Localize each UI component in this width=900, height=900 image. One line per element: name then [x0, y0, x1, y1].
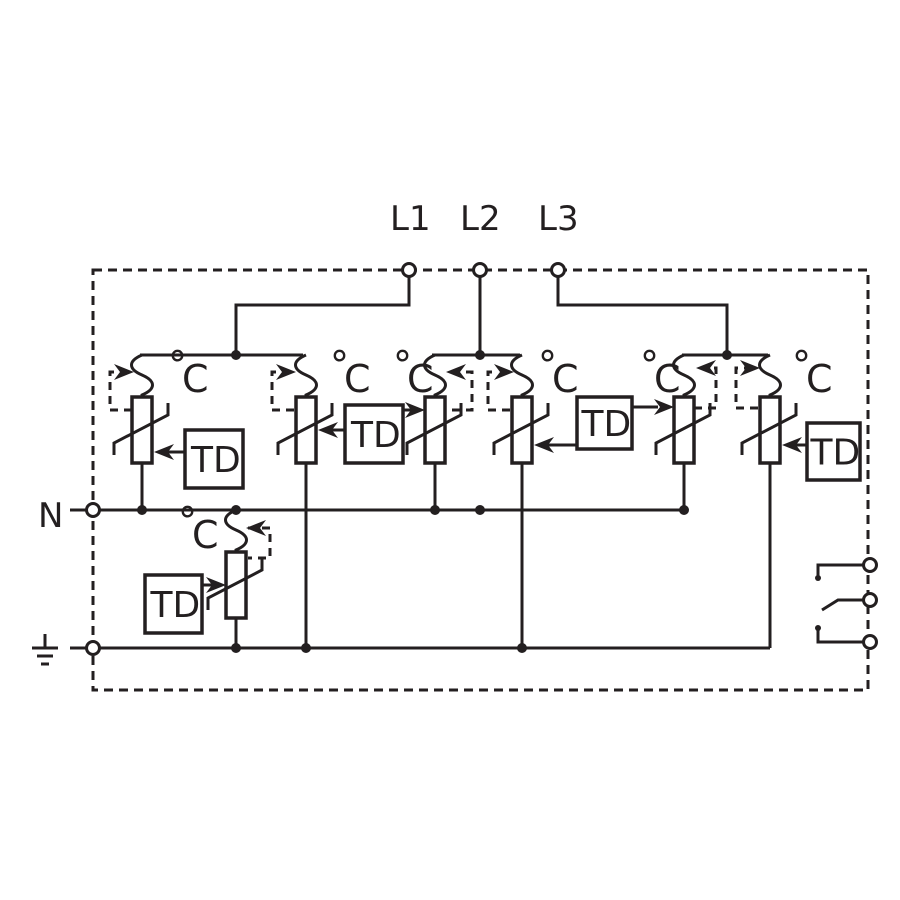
degree-symbol: ° — [168, 343, 187, 387]
thermal-trip-arrow — [494, 364, 514, 380]
td-arrow — [654, 399, 674, 415]
l3-wire — [556, 270, 729, 355]
thermal-trip-arrow — [246, 520, 266, 536]
degree-symbol: ° — [538, 343, 557, 387]
thermal-link — [270, 370, 296, 412]
td-arrow — [782, 437, 802, 453]
thermal-disconnector-box — [805, 421, 862, 482]
terminal-label-n: N — [38, 496, 63, 536]
td-arrow — [534, 437, 554, 453]
relay-terminal — [862, 592, 878, 608]
varistor-slash — [405, 403, 463, 455]
thermal-link — [248, 526, 272, 560]
celsius-label: C — [654, 357, 681, 401]
thermal-disconnector-label: TD — [350, 415, 401, 456]
varistor-slash — [492, 403, 550, 455]
junction-dot — [301, 643, 311, 653]
junction-dot — [517, 643, 527, 653]
thermal-disconnector-label: TD — [581, 404, 632, 445]
thermal-disconnector-box — [183, 428, 245, 490]
td-arrow — [318, 422, 338, 438]
thermal-disconnector-label: TD — [810, 433, 861, 474]
terminal-pe — [85, 640, 101, 656]
td-arrow — [206, 577, 226, 593]
thermal-disconnector-box — [575, 395, 634, 451]
celsius-label: C — [806, 357, 833, 401]
relay-terminal — [862, 557, 878, 573]
l1-wire — [234, 270, 411, 355]
junction-dot — [722, 350, 732, 360]
celsius-label: C — [344, 357, 371, 401]
junction-dot — [231, 643, 241, 653]
relay-contact-nc — [816, 563, 863, 578]
celsius-label: C — [407, 357, 434, 401]
varistor-slash — [112, 403, 170, 455]
degree-symbol: ° — [640, 343, 659, 387]
thermal-disconnector-label: TD — [150, 585, 201, 626]
thermal-trip-arrow — [696, 360, 716, 376]
junction-dot — [137, 505, 147, 515]
thermal-fuse-icon — [423, 353, 447, 397]
thermal-fuse-icon — [510, 353, 534, 397]
relay-contact-point — [815, 575, 821, 581]
terminal-l2 — [472, 262, 488, 278]
junction-dot — [679, 505, 689, 515]
enclosure-outline — [91, 268, 870, 692]
relay-contact-switch — [821, 598, 863, 612]
thermal-trip-arrow — [446, 364, 466, 380]
celsius-label: C — [192, 513, 219, 557]
junction-dot — [475, 505, 485, 515]
terminal-n — [85, 502, 101, 518]
celsius-label: C — [182, 357, 209, 401]
junction-dot — [231, 505, 241, 515]
thermal-trip-arrow — [114, 364, 134, 380]
varistor-slash — [740, 403, 798, 455]
thermal-disconnector-label: TD — [190, 440, 241, 481]
relay-contact-no — [816, 628, 863, 644]
thermal-disconnector-box — [343, 403, 405, 465]
thermal-fuse-icon — [672, 353, 696, 397]
thermal-trip-arrow — [740, 360, 760, 376]
terminal-l1 — [401, 262, 417, 278]
terminal-label-l2: L2 — [460, 199, 501, 239]
terminal-label-l3: L3 — [538, 199, 579, 239]
degree-symbol: ° — [178, 499, 197, 543]
terminal-label-l1: L1 — [390, 199, 431, 239]
td-arrow — [154, 444, 174, 460]
thermal-disconnector-box — [143, 573, 204, 635]
degree-symbol: ° — [330, 343, 349, 387]
celsius-label: C — [552, 357, 579, 401]
thermal-link — [445, 370, 474, 412]
thermal-fuse-icon — [224, 508, 248, 552]
thermal-trip-arrow — [276, 364, 296, 380]
varistor-slash — [206, 558, 264, 610]
td-arrow — [405, 402, 425, 418]
junction-dot — [231, 350, 241, 360]
thermal-link — [734, 366, 760, 410]
thermal-fuse-icon — [130, 353, 154, 397]
thermal-link — [486, 370, 512, 412]
junction-dot — [430, 505, 440, 515]
thermal-fuse-icon — [294, 353, 318, 397]
varistor-slash — [276, 403, 334, 455]
relay-terminal — [862, 634, 878, 650]
relay-contact-point — [815, 625, 821, 631]
degree-symbol: ° — [393, 343, 412, 387]
thermal-link — [108, 370, 132, 412]
junction-dot — [475, 350, 485, 360]
thermal-fuse-icon — [758, 353, 782, 397]
terminal-l3 — [550, 262, 566, 278]
degree-symbol: ° — [792, 343, 811, 387]
